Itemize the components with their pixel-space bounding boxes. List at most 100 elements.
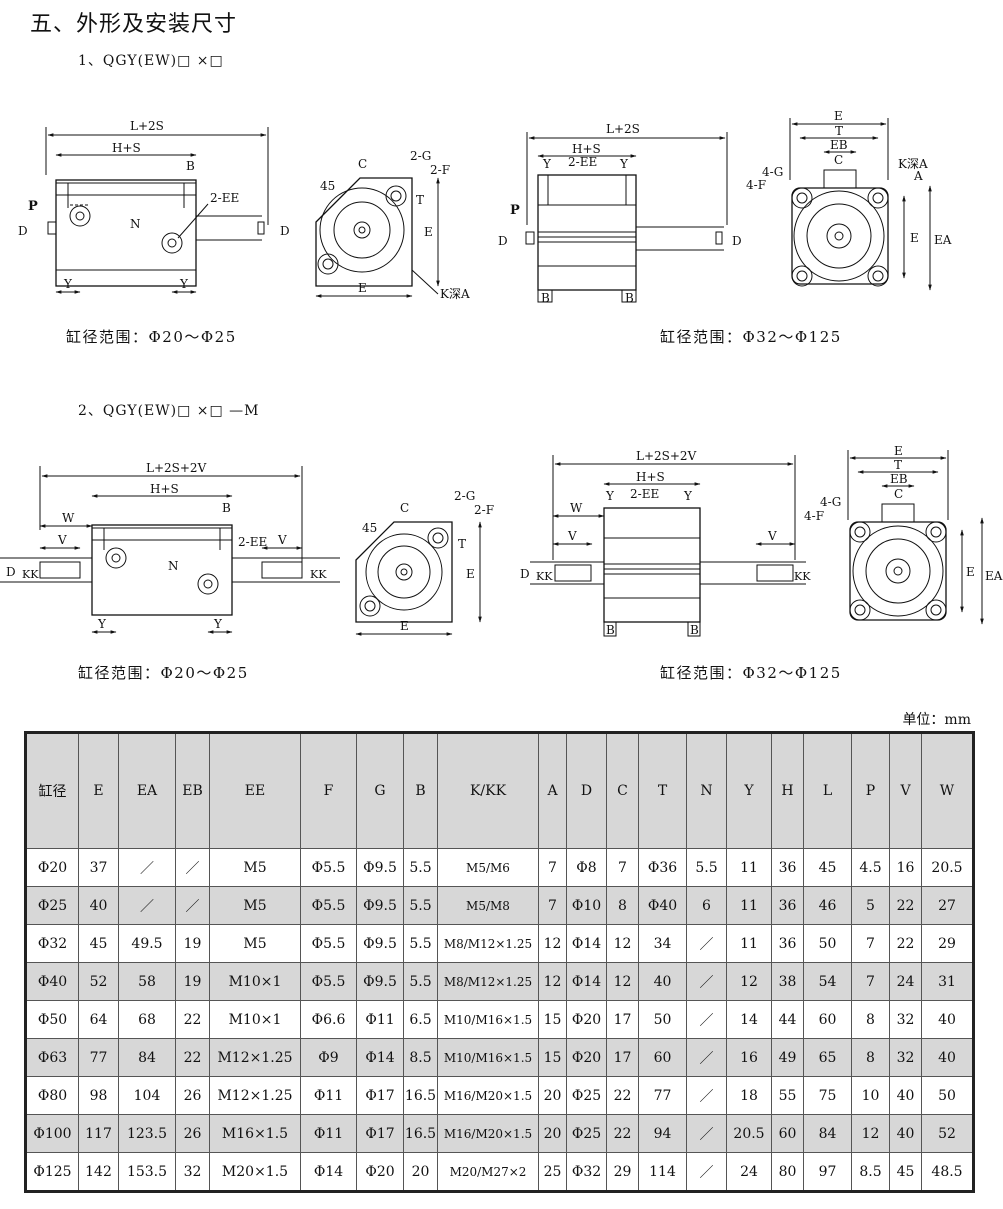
- table-cell: 32: [175, 1152, 210, 1192]
- drawing-2-end-view: E T EB C K深A A 4-G 4-F E EA: [746, 109, 952, 291]
- table-cell: 75: [803, 1076, 852, 1115]
- table-cell: 77: [638, 1076, 687, 1115]
- dim-t-2: T: [835, 124, 843, 138]
- table-cell: 46: [803, 886, 852, 925]
- table-cell: 55: [771, 1076, 804, 1115]
- table-cell: 22: [175, 1000, 210, 1039]
- table-cell: M20×1.5: [209, 1152, 301, 1192]
- table-cell: 22: [175, 1038, 210, 1077]
- table-cell: M20/M27×2: [437, 1152, 539, 1192]
- unit-label: 单位：mm: [902, 712, 971, 728]
- drawing-4-end-view: E T EB C 4-G 4-F E EA: [804, 444, 1003, 625]
- dim-l2s2v: L+2S+2V: [146, 461, 207, 475]
- table-cell: 98: [78, 1076, 119, 1115]
- header-f: F: [300, 732, 357, 849]
- dim-2ee-4: 2-EE: [630, 487, 659, 501]
- table-cell: Φ14: [356, 1038, 404, 1077]
- dim-y-3b: Y: [213, 617, 223, 631]
- table-cell: Φ50: [25, 1000, 79, 1039]
- dim-k-depth: K深A: [440, 287, 470, 301]
- table-cell: Φ100: [25, 1114, 79, 1153]
- dim-v-4a: V: [567, 529, 577, 543]
- table-cell: ／: [118, 848, 176, 887]
- table-cell: ／: [686, 1038, 727, 1077]
- range-label-4: 缸径范围：Φ32～Φ125: [660, 664, 842, 682]
- table-cell: 80: [771, 1152, 804, 1192]
- drawing-2-side-view: L+2S H+S 2-EE Y Y P D D B B: [498, 122, 742, 305]
- table-cell: 6.5: [403, 1000, 438, 1039]
- table-cell: ／: [175, 848, 210, 887]
- dim-kk-3a: KK: [22, 568, 39, 581]
- header-y: Y: [726, 732, 772, 849]
- table-cell: 54: [803, 962, 852, 1001]
- header-eb: EB: [175, 732, 210, 849]
- table-cell: 58: [118, 962, 176, 1001]
- dim-2ee-3: 2-EE: [238, 535, 267, 549]
- dim-2f: 2-F: [430, 163, 450, 177]
- table-cell: M5/M8: [437, 886, 539, 925]
- table-cell: Φ20: [566, 1038, 607, 1077]
- table-cell: 52: [78, 962, 119, 1001]
- dim-d-right: D: [280, 224, 290, 238]
- table-cell: 36: [771, 848, 804, 887]
- table-cell: 5.5: [403, 924, 438, 963]
- dim-d-4: D: [520, 567, 530, 581]
- table-cell: Φ11: [356, 1000, 404, 1039]
- table-cell: 36: [771, 924, 804, 963]
- table-cell: M16×1.5: [209, 1114, 301, 1153]
- dim-2g-3: 2-G: [454, 489, 475, 503]
- table-cell: 50: [803, 924, 852, 963]
- dim-4g: 4-G: [762, 165, 783, 179]
- dim-b-2a: B: [541, 291, 550, 305]
- drawing-3-end-view: E E C 2-G 2-F T 45: [355, 489, 494, 636]
- table-cell: 22: [606, 1114, 639, 1153]
- table-cell: 20.5: [921, 848, 974, 887]
- dim-l2s-2: L+2S: [606, 122, 640, 136]
- dim-t-4: T: [894, 458, 902, 472]
- table-cell: M12×1.25: [209, 1038, 301, 1077]
- table-cell: 14: [726, 1000, 772, 1039]
- dim-e-4top: E: [894, 444, 903, 458]
- table-cell: 15: [538, 1038, 567, 1077]
- table-cell: Φ8: [566, 848, 607, 887]
- table-cell: ／: [686, 1114, 727, 1153]
- table-cell: 7: [851, 924, 890, 963]
- drawing-1-end-view: E E C 2-G 2-F T 45 K深A: [315, 149, 470, 301]
- table-cell: 16: [889, 848, 922, 887]
- drawing-4-side-view: L+2S+2V H+S 2-EE Y Y W V V D KK KK B B: [520, 449, 811, 637]
- header-b: B: [403, 732, 438, 849]
- table-cell: 117: [78, 1114, 119, 1153]
- table-cell: M10×1: [209, 962, 301, 1001]
- table-cell: 20: [403, 1152, 438, 1192]
- table-cell: 123.5: [118, 1114, 176, 1153]
- table-cell: 19: [175, 924, 210, 963]
- table-cell: 24: [726, 1152, 772, 1192]
- table-cell: 8.5: [851, 1152, 890, 1192]
- table-cell: 18: [726, 1076, 772, 1115]
- dim-y-4b: Y: [683, 489, 693, 503]
- table-cell: M16/M20×1.5: [437, 1114, 539, 1153]
- dim-w: W: [62, 511, 75, 525]
- table-cell: Φ14: [566, 962, 607, 1001]
- table-cell: Φ80: [25, 1076, 79, 1115]
- range-label-3: 缸径范围：Φ20～Φ25: [78, 664, 249, 682]
- table-cell: 7: [538, 848, 567, 887]
- table-cell: Φ32: [566, 1152, 607, 1192]
- dim-4f: 4-F: [746, 178, 766, 192]
- table-cell: ／: [175, 886, 210, 925]
- table-cell: 29: [606, 1152, 639, 1192]
- table-cell: M5: [209, 886, 301, 925]
- table-cell: 52: [921, 1114, 974, 1153]
- table-cell: 104: [118, 1076, 176, 1115]
- table-cell: 7: [606, 848, 639, 887]
- table-cell: Φ5.5: [300, 924, 357, 963]
- dim-t: T: [416, 193, 424, 207]
- section-title: 五、外形及安装尺寸: [30, 12, 238, 37]
- table-cell: M10/M16×1.5: [437, 1000, 539, 1039]
- table-cell: 5: [851, 886, 890, 925]
- header-e: E: [78, 732, 119, 849]
